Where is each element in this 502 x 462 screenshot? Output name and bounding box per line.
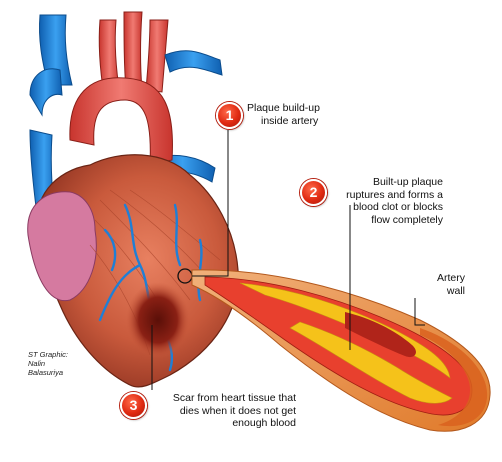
artery-wall-label: Artery wall: [415, 272, 465, 297]
callout-3-label: Scar from heart tissue that dies when it…: [150, 392, 296, 430]
left-blue-branch: [30, 69, 62, 115]
graphic-credit: ST Graphic: Nalin Balasuriya: [28, 350, 68, 377]
callout-1-line-1: Plaque build-up: [247, 102, 320, 115]
left-atrium: [28, 192, 97, 301]
callout-2-line-1: Built-up plaque: [328, 176, 443, 189]
pulmonary-vessel: [165, 51, 222, 75]
credit-line-1: ST Graphic:: [28, 350, 68, 359]
callout-1-line-2: inside artery: [247, 115, 320, 128]
callout-2-label: Built-up plaque ruptures and forms a blo…: [328, 176, 443, 226]
callout-3-line-1: Scar from heart tissue that: [150, 392, 296, 405]
callout-3-line-3: enough blood: [150, 417, 296, 430]
credit-line-3: Balasuriya: [28, 368, 68, 377]
credit-line-2: Nalin: [28, 359, 68, 368]
callout-2-line-3: blood clot or blocks: [328, 201, 443, 214]
callout-2-badge: 2: [300, 179, 327, 206]
aorta-branch-3: [146, 20, 168, 92]
artery-wall-line-1: Artery: [415, 272, 465, 285]
callout-3-line-2: dies when it does not get: [150, 405, 296, 418]
callout-2-line-4: flow completely: [328, 214, 443, 227]
callout-2-line-2: ruptures and forms a: [328, 189, 443, 202]
callout-3-badge: 3: [120, 392, 147, 419]
artery-wall-line-2: wall: [415, 285, 465, 298]
scar-tissue: [126, 282, 190, 358]
callout-1-label: Plaque build-up inside artery: [247, 102, 320, 127]
callout-1-badge: 1: [216, 102, 243, 129]
aortic-arch: [70, 78, 173, 165]
